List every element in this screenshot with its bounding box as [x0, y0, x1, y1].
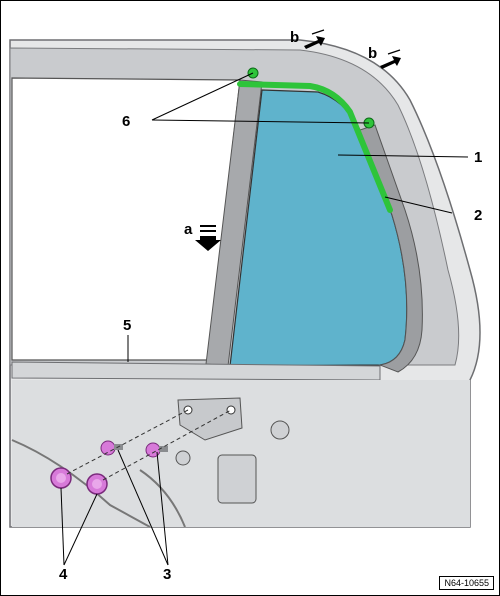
callout-6: 6 — [122, 113, 130, 130]
diagonal-arrow-icon — [304, 29, 325, 49]
down-arrow-icon — [195, 225, 221, 251]
door-cable-2 — [139, 469, 186, 528]
assembly-line-1 — [66, 409, 189, 475]
callout-b-1: b — [290, 29, 299, 46]
window-seal — [237, 81, 393, 213]
cap-4-left — [50, 467, 72, 489]
cap-4-right — [86, 473, 108, 495]
door-fixture-2 — [175, 450, 191, 466]
callout-3: 3 — [163, 566, 171, 583]
door-inner-panel — [12, 380, 470, 527]
assembly-line-2 — [102, 409, 232, 481]
diagonal-arrow-icon-2 — [380, 49, 401, 69]
window-frame-inner — [359, 124, 423, 373]
leader-lines — [60, 72, 469, 566]
callout-1: 1 — [474, 149, 482, 166]
screw-3-right — [145, 442, 168, 458]
screw-bracket — [177, 397, 243, 441]
callout-4: 4 — [59, 566, 68, 583]
callout-5: 5 — [123, 317, 131, 334]
screw-hole-right — [226, 405, 236, 415]
callout-2: 2 — [474, 207, 482, 224]
door-lock — [217, 454, 257, 504]
door-fixture — [270, 420, 290, 440]
callout-a: a — [184, 221, 193, 238]
document-id: N64-10655 — [439, 576, 494, 590]
callout-b-2: b — [368, 45, 377, 62]
